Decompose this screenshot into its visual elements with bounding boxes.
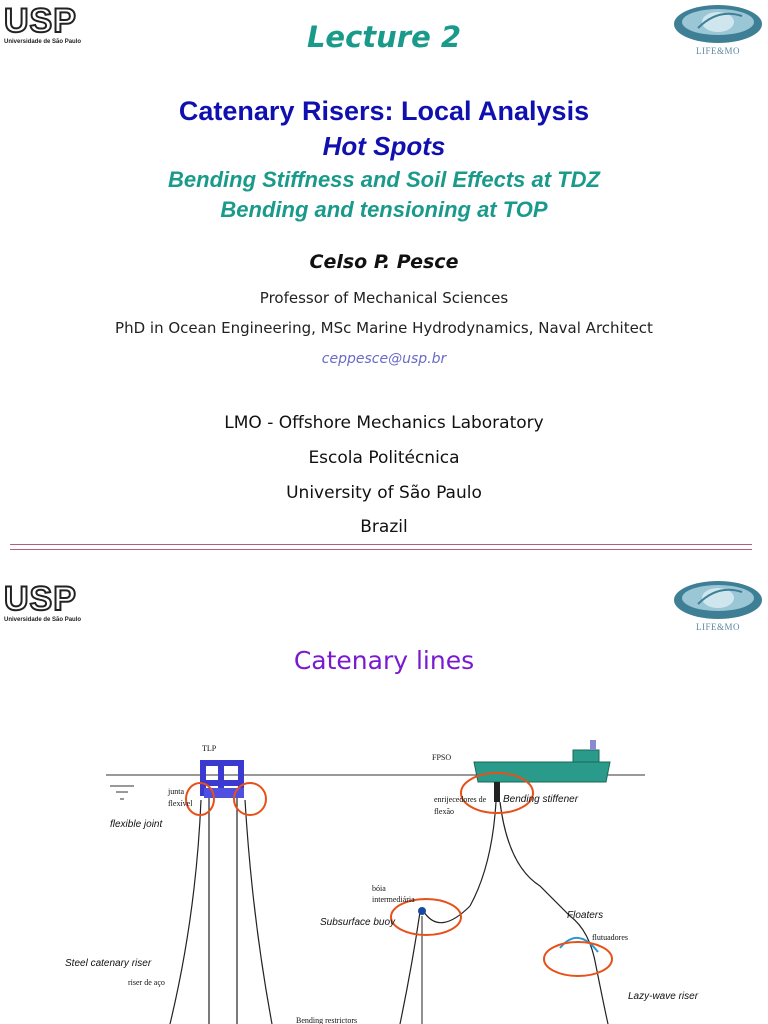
topic-line-2: Bending and tensioning at TOP — [220, 197, 548, 222]
label-bending-restrictors: Bending restrictors — [296, 1016, 357, 1024]
lecture-subtitle: Hot Spots — [322, 131, 446, 161]
hotspot-tlp-left — [185, 782, 215, 816]
affiliation-country: Brazil — [360, 517, 408, 537]
lmo-logo: LIFE&MO — [672, 2, 764, 58]
lmo-logo-text: LIFE&MO — [696, 46, 740, 56]
steel-catenary-riser-left — [169, 799, 202, 1024]
fpso-vessel — [473, 740, 611, 783]
lmo-logo-text: LIFE&MO — [696, 622, 740, 632]
lazy-wave-riser — [499, 801, 609, 1024]
slide-2: USP Universidade de São Paulo LIFE&MO Ca… — [0, 556, 768, 1024]
label-flexao: flexão — [434, 807, 454, 816]
label-junta: junta — [167, 787, 184, 796]
label-fpso: FPSO — [432, 753, 451, 762]
label-boia: bóia — [372, 884, 386, 893]
lecture-number: Lecture 2 — [306, 20, 462, 54]
lmo-logo-emblem — [674, 581, 762, 619]
label-flexivel: flexível — [168, 799, 193, 808]
lecture-title: Catenary Risers: Local Analysis — [178, 96, 590, 126]
usp-logo-subtitle: Universidade de São Paulo — [4, 39, 82, 45]
floaters-segment — [559, 937, 599, 953]
affiliation-school: Escola Politécnica — [308, 448, 460, 468]
label-steel-catenary-riser: Steel catenary riser — [65, 958, 152, 969]
hotspot-floaters — [543, 941, 613, 977]
affiliation-university: University of São Paulo — [286, 483, 482, 503]
hotspot-subsurface-buoy — [390, 898, 462, 936]
usp-logo-letters: USP — [3, 580, 77, 618]
usp-logo: USP Universidade de São Paulo — [3, 2, 90, 54]
author-name: Celso P. Pesce — [309, 251, 459, 273]
topic-line-1: Bending Stiffness and Soil Effects at TD… — [168, 167, 600, 192]
label-enrijecedores: enrijecedores de — [434, 795, 487, 804]
author-email[interactable]: ceppesce@usp.br — [321, 351, 447, 367]
label-flutuadores: flutuadores — [592, 933, 628, 942]
label-tlp: TLP — [202, 744, 217, 753]
label-riser-de-aco: riser de aço — [128, 978, 165, 987]
label-flexible-joint: flexible joint — [110, 819, 163, 830]
usp-logo: USP Universidade de São Paulo — [3, 580, 90, 632]
subsurface-buoy — [418, 907, 426, 915]
lmo-logo-emblem — [674, 5, 762, 43]
author-position: Professor of Mechanical Sciences — [259, 289, 509, 307]
label-floaters: Floaters — [567, 910, 603, 921]
author-credentials: PhD in Ocean Engineering, MSc Marine Hyd… — [115, 319, 653, 337]
slide-1: USP Universidade de São Paulo LIFE&MO Le… — [3, 2, 764, 537]
hotspot-bending-stiffener — [460, 772, 534, 814]
fpso-riser-left — [469, 782, 497, 907]
hotspot-tlp-right — [233, 782, 267, 816]
label-lazy-wave-riser: Lazy-wave riser — [628, 991, 699, 1002]
usp-logo-subtitle: Universidade de São Paulo — [4, 617, 82, 623]
label-intermediaria: intermediária — [372, 895, 415, 904]
affiliation-lab: LMO - Offshore Mechanics Laboratory — [224, 413, 544, 433]
steel-catenary-riser-right — [244, 799, 273, 1024]
slide-divider-top — [10, 544, 752, 545]
slide-divider-bottom — [10, 549, 752, 550]
label-bending-stiffener: Bending stiffener — [503, 794, 579, 805]
label-subsurface-buoy: Subsurface buoy — [320, 917, 396, 928]
slide-title: Catenary lines — [293, 646, 475, 675]
tlp-platform — [200, 760, 244, 798]
catenary-diagram: TLP FPSO junta flexível flexible joint e… — [65, 740, 699, 1024]
lmo-logo: LIFE&MO — [672, 578, 764, 634]
usp-logo-letters: USP — [3, 2, 77, 40]
